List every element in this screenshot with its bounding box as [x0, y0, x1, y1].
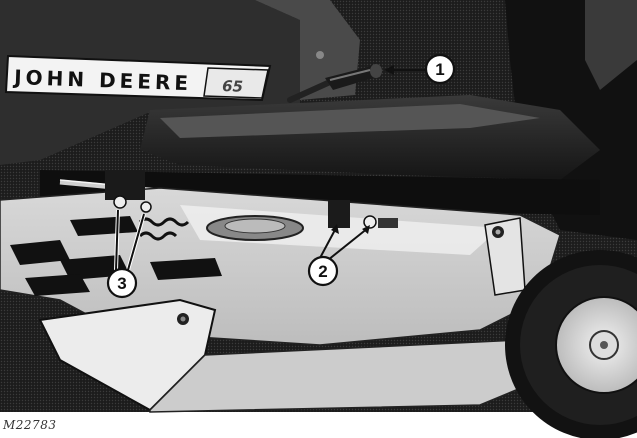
hanger-spring — [138, 217, 190, 227]
callout-2: 2 — [307, 224, 370, 287]
rear-pivot-assembly — [328, 200, 398, 229]
rear-wheel — [505, 250, 637, 438]
lift-lever — [287, 64, 382, 103]
callout-1-circle — [424, 53, 456, 85]
model-badge — [203, 67, 269, 99]
callout-3-circle — [106, 267, 138, 299]
platform-highlight — [160, 104, 540, 138]
callout-1: 1 — [384, 53, 456, 85]
tractor-side-panel — [255, 0, 360, 100]
hood-rivet — [316, 51, 324, 59]
callout-2-circle — [307, 255, 339, 287]
callout-1-number: 1 — [435, 60, 444, 79]
brand-decal — [4, 54, 272, 102]
callout-3-number: 3 — [117, 274, 126, 293]
front-hanger-assembly — [105, 170, 190, 241]
fender-highlight — [585, 0, 637, 90]
callout-2-number: 2 — [318, 262, 327, 281]
model-badge-text: 65 — [222, 77, 243, 96]
callout-3: 3 — [106, 209, 146, 299]
figure-id-label: M22783 — [3, 418, 57, 432]
